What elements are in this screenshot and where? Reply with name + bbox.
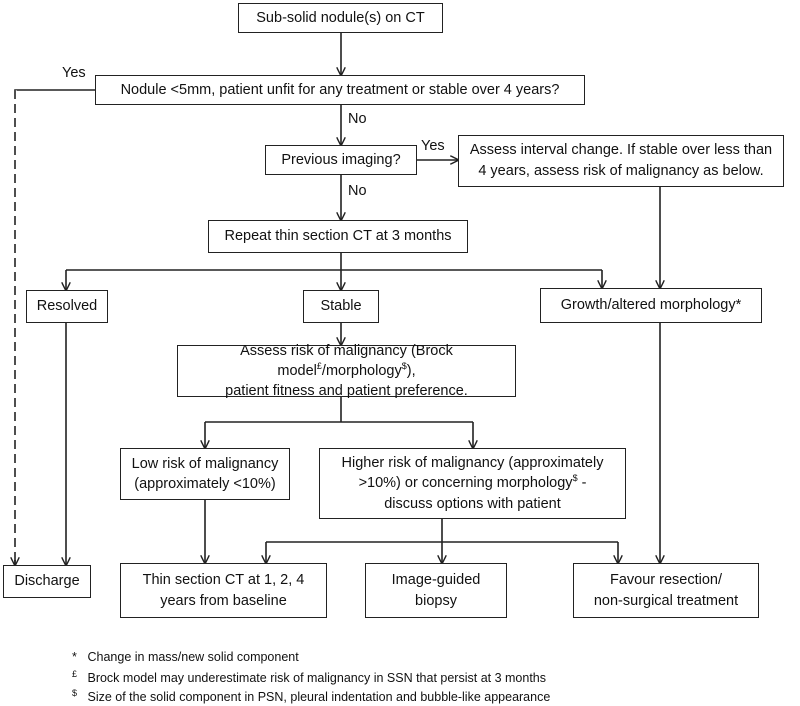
edge-label-yes-discharge: Yes — [62, 65, 86, 81]
node-previous-imaging: Previous imaging? — [265, 145, 417, 175]
edge-label-no-previous: No — [348, 111, 367, 127]
node-assess-interval: Assess interval change. If stable over l… — [458, 135, 784, 187]
edge-label-no-repeat: No — [348, 183, 367, 199]
node-discharge: Discharge — [3, 565, 91, 598]
footnote-pound: £ Brock model may underestimate risk of … — [72, 669, 547, 686]
node-low-risk: Low risk of malignancy (approximately <1… — [120, 448, 290, 500]
node-stable: Stable — [303, 290, 379, 323]
node-start: Sub-solid nodule(s) on CT — [238, 3, 443, 33]
node-thin-ct: Thin section CT at 1, 2, 4 years from ba… — [120, 563, 327, 618]
footnote-dollar: $ Size of the solid component in PSN, pl… — [72, 688, 551, 705]
edge-label-yes-interval: Yes — [421, 138, 445, 154]
node-repeat-ct: Repeat thin section CT at 3 months — [208, 220, 468, 253]
node-resection: Favour resection/ non-surgical treatment — [573, 563, 759, 618]
node-biopsy: Image-guided biopsy — [365, 563, 507, 618]
node-assess-risk: Assess risk of malignancy (Brock model£/… — [177, 343, 516, 399]
node-criteria: Nodule <5mm, patient unfit for any treat… — [95, 75, 585, 105]
node-growth: Growth/altered morphology* — [540, 288, 762, 323]
footnote-star: * Change in mass/new solid component — [72, 650, 299, 664]
node-resolved: Resolved — [26, 290, 108, 323]
edge-criteria-discharge — [14, 89, 95, 565]
node-high-risk: Higher risk of malignancy (approximately… — [319, 448, 626, 519]
